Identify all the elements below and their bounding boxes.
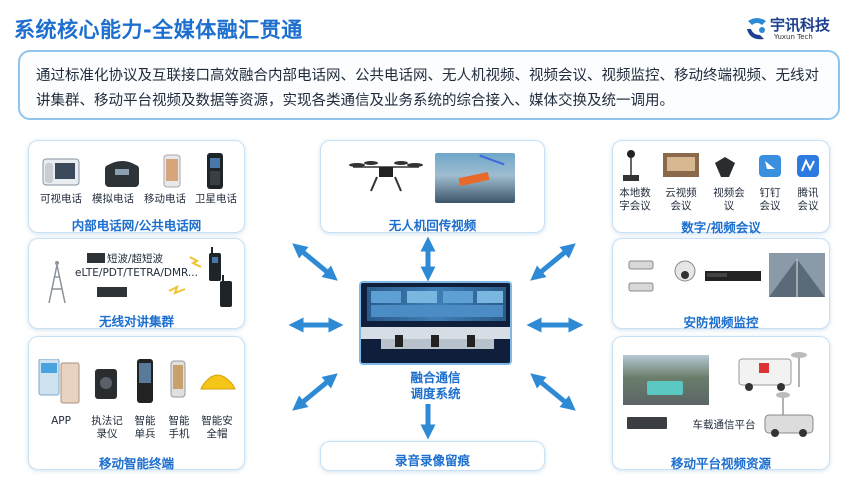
mobile-label-app: APP xyxy=(51,415,71,427)
dispatch-center-image xyxy=(359,281,512,365)
drone-icon xyxy=(349,161,423,192)
meeting-devices-icon xyxy=(623,150,819,181)
arrow-upper-right xyxy=(530,243,576,281)
logo-sub-text: Yuxun Tech xyxy=(774,33,813,41)
radio-line-shortwave: 短波/超短波 xyxy=(107,253,164,265)
panel-security: 安防视频监控 xyxy=(612,238,830,330)
panel-label-radio: 无线对讲集群 xyxy=(98,314,174,329)
radio-devices-icon xyxy=(48,247,232,307)
panel-phone-network: 可视电话 模拟电话 移动电话 卫星电话 内部电话网/公共电话网 xyxy=(28,140,245,233)
device-label-satellite: 卫星电话 xyxy=(195,193,237,205)
logo-mark-icon xyxy=(747,18,766,40)
security-devices-icon xyxy=(628,253,825,297)
company-logo: 宇讯科技 Yuxun Tech xyxy=(744,12,832,46)
vehicle-platform-device xyxy=(627,417,667,429)
panel-label-drone: 无人机回传视频 xyxy=(388,218,477,233)
phone-devices-icon xyxy=(42,153,223,189)
panel-label-vehicle: 移动平台视频资源 xyxy=(670,456,771,471)
panel-vehicle: 车载通信平台 移动平台视频资源 xyxy=(612,336,830,471)
mobile-label-phone: 智能 手机 xyxy=(168,415,190,440)
vehicle-devices-icon xyxy=(738,352,814,437)
meeting-label-dingtalk: 钉钉 会议 xyxy=(759,187,781,212)
arrow-lower-left xyxy=(292,373,338,411)
meeting-label-local: 本地数 字会议 xyxy=(619,187,651,212)
panel-mobile-terminal: APP 执法记 录仪 智能 单兵 智能 手机 智能安 全帽 移动智能终端 xyxy=(28,336,245,471)
road-video-image xyxy=(623,355,709,405)
mobile-label-helmet: 智能安 全帽 xyxy=(201,415,233,440)
arrow-upper-left xyxy=(292,243,338,281)
arrow-lower-right xyxy=(530,373,576,411)
device-label-mobile: 移动电话 xyxy=(144,193,186,205)
panel-label-security: 安防视频监控 xyxy=(683,315,759,330)
device-label-videophone: 可视电话 xyxy=(40,193,82,205)
panel-label-meeting: 数字/视频会议 xyxy=(681,220,761,235)
meeting-label-video: 视频会 议 xyxy=(713,187,745,212)
page-title: 系统核心能力-全媒体融汇贯通 xyxy=(14,18,303,42)
meeting-label-tencent: 腾讯 会议 xyxy=(797,187,819,212)
center-label: 融合通信 调度系统 xyxy=(410,370,461,401)
panel-record: 录音录像留痕 xyxy=(320,441,545,471)
panel-label-phone: 内部电话网/公共电话网 xyxy=(71,218,202,233)
panel-drone: 无人机回传视频 xyxy=(320,140,545,233)
panel-label-record: 录音录像留痕 xyxy=(394,453,470,468)
panel-label-mobile: 移动智能终端 xyxy=(98,456,174,471)
vehicle-label-platform: 车载通信平台 xyxy=(692,419,756,431)
panel-radio-trunk: 短波/超短波 eLTE/PDT/TETRA/DMR... 无线对讲集群 xyxy=(28,238,245,329)
mobile-devices-icon xyxy=(38,359,236,404)
mobile-label-soldier: 智能 单兵 xyxy=(134,415,156,440)
mobile-label-recorder: 执法记 录仪 xyxy=(91,415,123,440)
radio-line-elte: eLTE/PDT/TETRA/DMR... xyxy=(75,267,198,279)
drone-video-image xyxy=(435,153,515,203)
meeting-label-cloud: 云视频 会议 xyxy=(665,187,697,212)
device-label-analog: 模拟电话 xyxy=(92,193,134,205)
intro-text: 通过标准化协议及互联接口高效融合内部电话网、公共电话网、无人机视频、视频会议、视… xyxy=(18,50,840,120)
panel-meeting: 本地数 字会议 云视频 会议 视频会 议 钉钉 会议 腾讯 会议 数字/视频会议 xyxy=(612,140,830,235)
logo-main-text: 宇讯科技 xyxy=(770,16,831,34)
